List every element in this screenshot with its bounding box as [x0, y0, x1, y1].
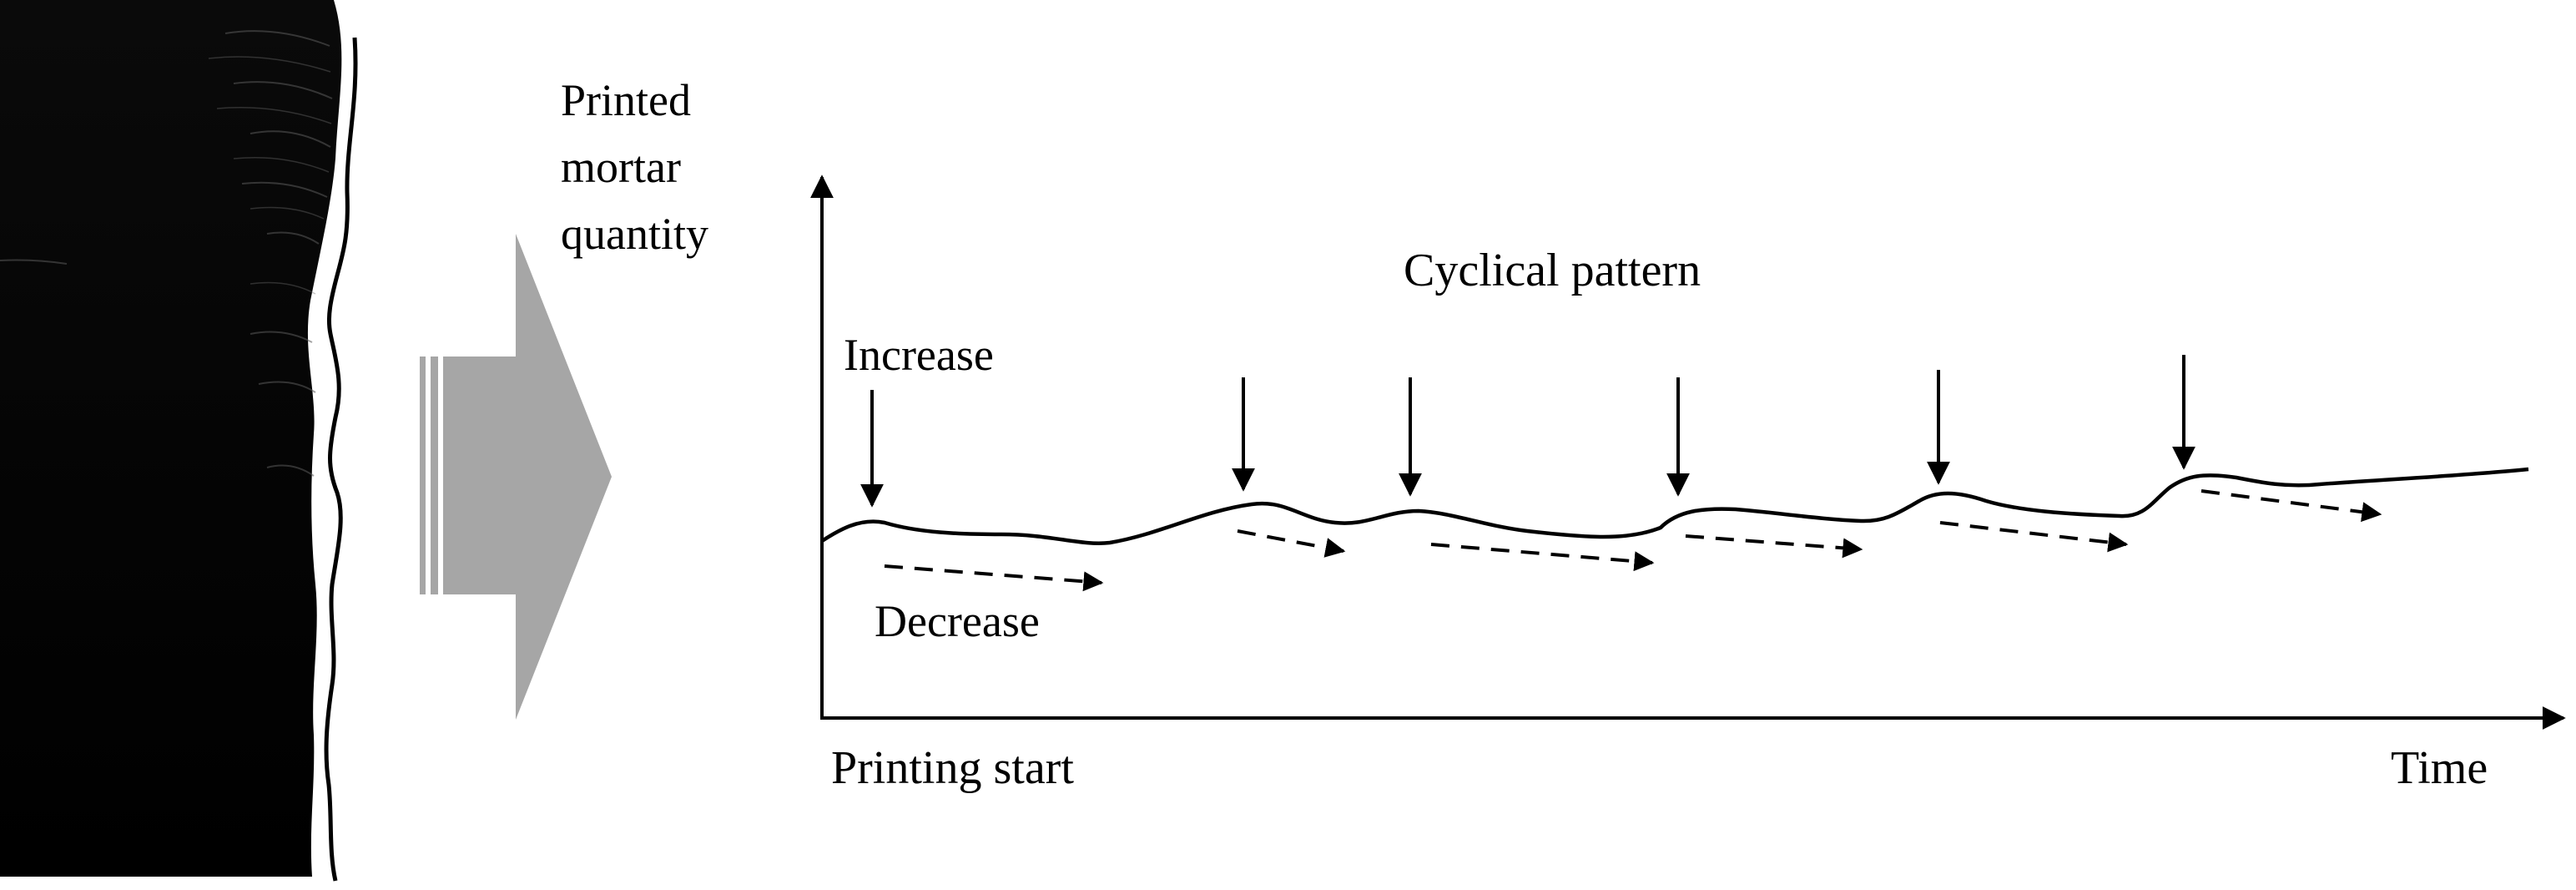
y-axis-label-line-1: Printed: [561, 75, 691, 125]
dashed-right-arrow-icon: [1685, 534, 1863, 559]
dashed-right-arrow-icon: [2200, 489, 2382, 523]
y-axis-label: Printed mortar quantity: [561, 75, 708, 259]
right-arrow-icon: [420, 234, 612, 720]
increase-markers: [860, 355, 2195, 508]
chart-axes: [810, 174, 2566, 730]
printed-wall-photo: [0, 0, 358, 882]
x-axis-start-label: Printing start: [831, 742, 1074, 794]
dashed-right-arrow-icon: [1237, 529, 1346, 558]
mortar-quantity-curve: [820, 467, 2529, 545]
decrease-label: Decrease: [875, 596, 1040, 646]
dashed-right-arrow-icon: [884, 564, 1104, 592]
cyclical-pattern-label: Cyclical pattern: [1404, 245, 1701, 296]
wall-edge-line: [324, 37, 358, 882]
x-axis-end-label: Time: [2391, 742, 2488, 794]
dashed-right-arrow-icon: [1939, 521, 2129, 553]
y-axis-label-line-3: quantity: [561, 209, 708, 259]
y-axis-label-line-2: mortar: [561, 142, 681, 192]
decrease-markers: [884, 489, 2382, 592]
dashed-right-arrow-icon: [1430, 543, 1655, 572]
increase-label: Increase: [844, 330, 994, 380]
